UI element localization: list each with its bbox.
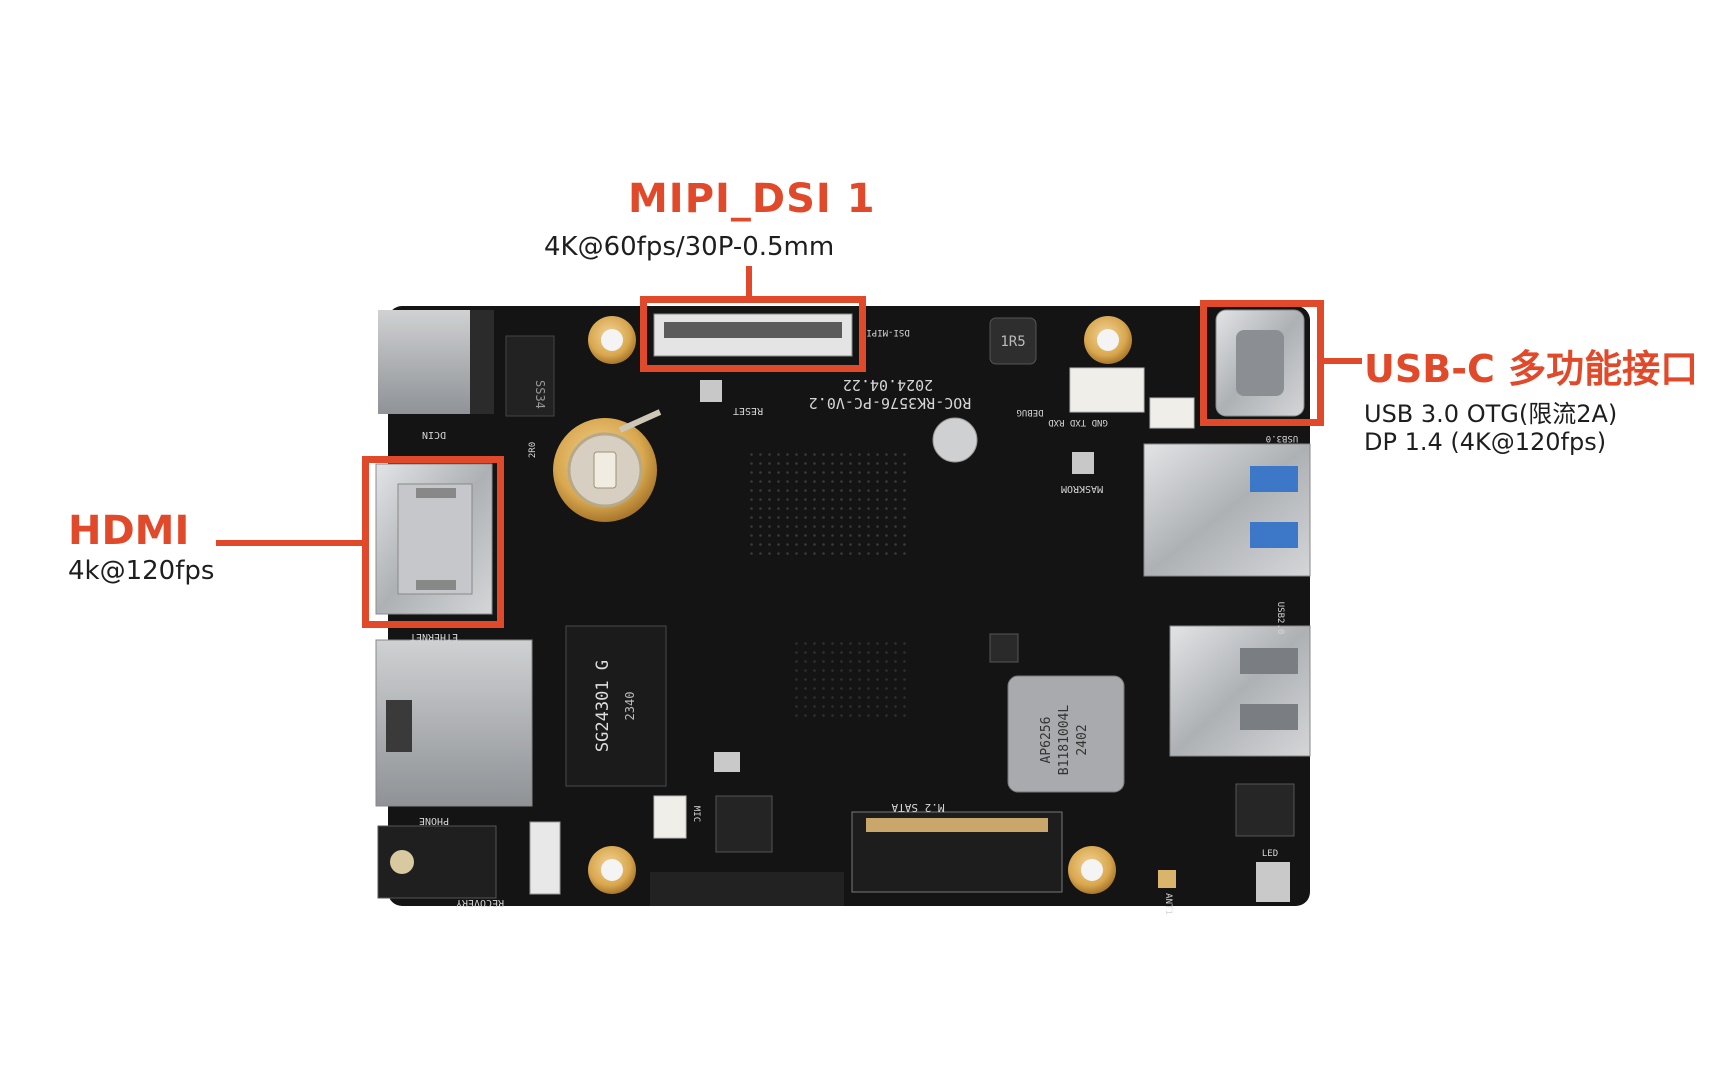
diode-label: SS34 (533, 380, 547, 409)
crystal (714, 752, 740, 772)
wifi-line-2: 2402 (1075, 724, 1090, 755)
silk-usb2: USB2.0 (1275, 602, 1285, 635)
silk-phone: PHONE (419, 815, 449, 826)
silk-usb3: USB3.0 (1266, 433, 1299, 443)
coin-battery (553, 409, 662, 522)
usbc-highlight (1200, 300, 1324, 426)
silk-recovery: RECOVERY (456, 897, 504, 908)
silk-pcb-version: ROC-RK3576-PC-V0.2 (809, 394, 972, 412)
mipi-leader (746, 266, 752, 300)
silk-uart: GND TXD RXD (1048, 417, 1108, 427)
gpio-header (650, 872, 844, 906)
usb3-port (1143, 443, 1311, 577)
silk-debug: DEBUG (1016, 407, 1043, 417)
wifi-module: AP6256 B1181004L 2402 (1007, 675, 1125, 793)
mipi-fpc-connector (653, 313, 853, 357)
usbc-title: USB-C 多功能接口 (1364, 347, 1699, 391)
silk-r: 2R0 (528, 442, 538, 458)
wifi-line-0: AP6256 (1039, 717, 1054, 764)
transformer-code: 2340 (623, 692, 637, 721)
standoff (932, 417, 978, 463)
silk-ant: ANT1 (1163, 893, 1173, 915)
silk-m2: M.2 SATA (891, 801, 944, 814)
usbc-line-2: DP 1.4 (4K@120fps) (1364, 428, 1607, 456)
wifi-line-1: B1181004L (1057, 705, 1072, 776)
m2-slot (851, 811, 1063, 893)
silk-mic: MIC (691, 806, 701, 822)
usb2-port (1169, 625, 1311, 757)
usb-c-port (1215, 309, 1305, 417)
power-switch (1235, 783, 1295, 837)
hdmi-subtitle: 4k@120fps (68, 556, 215, 586)
inductor (989, 317, 1037, 365)
mounting-holes (588, 316, 1132, 894)
dc-jack (378, 310, 494, 414)
silk-reset: RESET (733, 405, 763, 416)
codec-chip (715, 795, 773, 853)
diode (505, 335, 555, 417)
usbc-line-1: USB 3.0 OTG(限流2A) (1364, 400, 1618, 428)
reset-button (700, 380, 722, 402)
antenna-connector (1158, 870, 1176, 888)
silk-dcin: DCIN (422, 429, 446, 440)
soc-via-field (748, 450, 908, 560)
silk-maskrom: MASKROM (1061, 483, 1103, 494)
recovery-button (529, 821, 561, 895)
transformer-label: SG24301 G (593, 660, 613, 752)
small-connector (1149, 397, 1195, 429)
mipi-title: MIPI_DSI 1 (628, 176, 876, 222)
hdmi-leader (216, 540, 364, 546)
pmic (989, 633, 1019, 663)
mipi-subtitle: 4K@60fps/30P-0.5mm (544, 232, 835, 262)
debug-connector (1069, 367, 1145, 413)
hdmi-port (375, 463, 493, 615)
via-field-2 (790, 640, 910, 720)
silk-dsi: DSI-MIPI (866, 327, 909, 337)
inductor-label: 1R5 (1000, 334, 1025, 350)
usbc-leader (1322, 358, 1362, 364)
mipi-highlight (640, 296, 866, 372)
silk-pcb-date: 2024.04.22 (843, 376, 933, 394)
silk-led: LED (1262, 849, 1278, 859)
ethernet-transformer (565, 625, 667, 787)
ethernet-port (375, 639, 533, 807)
hdmi-title: HDMI (68, 508, 190, 554)
mic-connector (653, 795, 687, 839)
maskrom-button (1072, 452, 1094, 474)
led-area (1256, 862, 1290, 902)
silk-ethernet: ETHERNET (410, 631, 458, 642)
hdmi-highlight (362, 456, 504, 628)
